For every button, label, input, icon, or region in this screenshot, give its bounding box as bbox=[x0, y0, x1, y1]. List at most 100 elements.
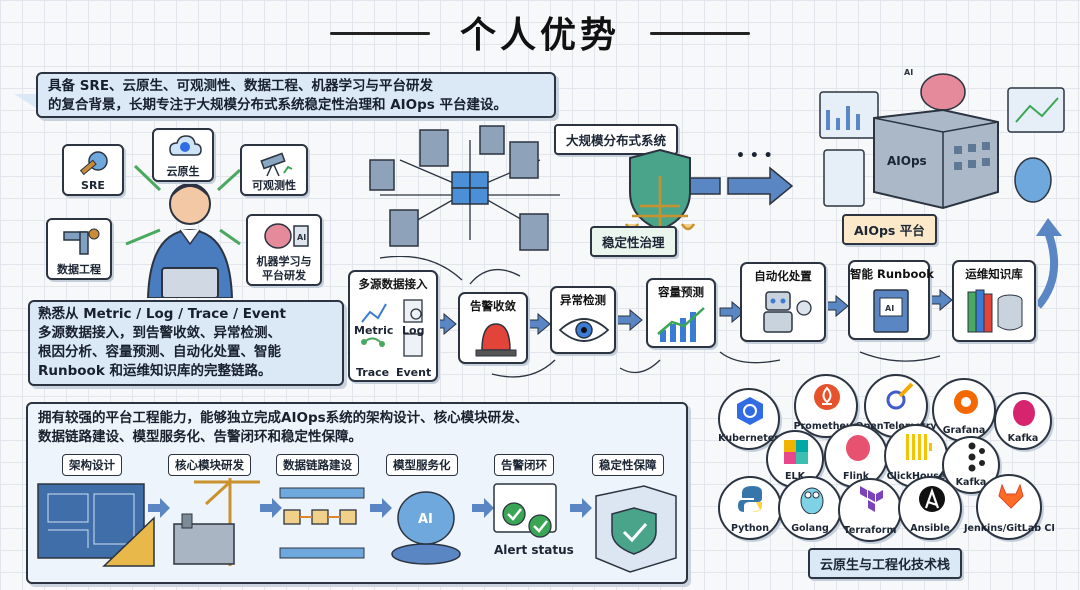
alert-convergence-card: 告警收敛 bbox=[458, 292, 528, 364]
tech-stack-label: 云原生与工程化技术栈 bbox=[808, 548, 963, 579]
skill-ml-label-1: 机器学习与 bbox=[256, 255, 312, 268]
aiops-ai-small: AI bbox=[904, 68, 914, 77]
step-core-modules: 核心模块研发 bbox=[168, 454, 251, 476]
tech-flink: Flink bbox=[824, 424, 888, 488]
pipeline-desc-2: 多源数据接入，到告警收敛、异常检测、 bbox=[38, 325, 281, 341]
books-database-icon bbox=[967, 289, 1023, 333]
flow-dots: • • • bbox=[736, 148, 773, 164]
anomaly-card: 异常检测 bbox=[550, 286, 616, 354]
svg-text:AI: AI bbox=[885, 304, 894, 313]
skill-sre-label: SRE bbox=[81, 179, 105, 192]
tech-label: OpenTelemetry bbox=[855, 421, 937, 432]
pipeline-desc-3: 根因分析、容量预测、自动化处置、智能 bbox=[38, 344, 281, 360]
prometheus-icon bbox=[814, 384, 840, 410]
page-title: 个人优势 bbox=[459, 15, 620, 56]
skill-data-eng-label: 数据工程 bbox=[57, 263, 101, 276]
skill-cloud-label: 云原生 bbox=[166, 165, 200, 178]
skills-connectors bbox=[125, 160, 242, 298]
feedback-arrow bbox=[1034, 218, 1062, 309]
pipeline-desc-box: 熟悉从 Metric / Log / Trace / Event 多源数据接入，… bbox=[28, 300, 344, 386]
clickhouse-icon bbox=[906, 434, 932, 460]
tech-golang: Golang bbox=[778, 476, 842, 540]
eye-icon bbox=[558, 318, 610, 342]
tech-kafka-1: Kafka bbox=[994, 392, 1052, 450]
terraform-icon bbox=[860, 486, 883, 512]
tech-jenkins-gitlab: Jenkins/GitLab CI bbox=[964, 474, 1055, 540]
stability-governance-illustration bbox=[624, 148, 794, 232]
pipeline-arrows bbox=[379, 256, 953, 378]
capacity-card: 容量预测 bbox=[646, 278, 716, 348]
tech-label: ELK bbox=[785, 471, 805, 482]
opentelemetry-icon bbox=[886, 382, 914, 410]
kafka-squirrel-icon bbox=[1013, 400, 1035, 426]
pipeline-desc-1: 熟悉从 Metric / Log / Trace / Event bbox=[38, 306, 286, 322]
tech-label: Python bbox=[731, 523, 769, 534]
intro-line-1: 具备 SRE、云原生、可观测性、数据工程、机器学习与平台研发 bbox=[48, 78, 434, 94]
skill-ml-label-2: 平台研发 bbox=[262, 269, 306, 282]
cloud-icon bbox=[169, 135, 202, 156]
skill-data-eng: 数据工程 bbox=[46, 218, 112, 280]
tech-label: Grafana bbox=[942, 425, 986, 436]
growth-chart-icon bbox=[657, 307, 705, 342]
tech-label: Kafka bbox=[955, 477, 987, 488]
elk-icon bbox=[784, 440, 808, 464]
tech-label: ClickHouse bbox=[886, 471, 946, 482]
trace-label: Trace bbox=[356, 366, 390, 379]
kubernetes-icon bbox=[737, 397, 763, 425]
intro-box: 具备 SRE、云原生、可观测性、数据工程、机器学习与平台研发 的复合背景，长期专… bbox=[36, 72, 556, 118]
telescope-icon bbox=[260, 152, 293, 177]
automation-title: 自动化处置 bbox=[754, 269, 812, 283]
platform-desc-1: 拥有较强的平台工程能力，能够独立完成AIOps系统的架构设计、核心模块研发、 bbox=[38, 410, 529, 426]
title-decor-right bbox=[650, 32, 750, 35]
aiops-building-text: AIOps bbox=[887, 154, 927, 168]
alert-status-label: Alert status bbox=[494, 543, 574, 557]
tech-ansible: Ansible bbox=[898, 476, 962, 540]
step-data-pipeline: 数据链路建设 bbox=[276, 454, 359, 476]
step-architecture: 架构设计 bbox=[62, 454, 122, 476]
kb-title: 运维知识库 bbox=[965, 267, 1023, 281]
runbook-card: 智能 Runbook AI bbox=[848, 260, 934, 340]
intro-ribbon-tail bbox=[14, 94, 36, 108]
brain-chip-icon: AI bbox=[264, 223, 309, 249]
stability-governance-label: 稳定性治理 bbox=[590, 226, 677, 257]
tech-label: Jenkins/GitLab CI bbox=[964, 523, 1055, 534]
tech-label: Kafka bbox=[1007, 433, 1039, 444]
ingest-card: 多源数据接入 Metric Log Trace Event bbox=[348, 270, 438, 382]
skill-cloud-native: 云原生 bbox=[152, 128, 214, 182]
platform-ai-text: AI bbox=[418, 512, 433, 527]
ansible-icon bbox=[919, 486, 945, 512]
knowledge-base-card: 运维知识库 bbox=[952, 260, 1036, 342]
tech-label: Terraform bbox=[843, 525, 897, 536]
tech-kubernetes: Kubernetes bbox=[718, 388, 780, 450]
automation-card: 自动化处置 bbox=[740, 262, 826, 342]
step-stability: 稳定性保障 bbox=[592, 454, 664, 476]
aiops-platform-label: AIOps 平台 bbox=[842, 214, 937, 245]
platform-desc-2: 数据链路建设、模型服务化、告警闭环和稳定性保障。 bbox=[38, 429, 362, 445]
tech-label: Ansible bbox=[910, 523, 950, 534]
ingest-title: 多源数据接入 bbox=[358, 277, 428, 291]
tech-terraform: Terraform bbox=[838, 478, 902, 542]
alert-conv-title: 告警收敛 bbox=[470, 299, 516, 313]
tech-label: Prometheus bbox=[793, 421, 859, 432]
runbook-title: 智能 Runbook bbox=[850, 267, 934, 281]
svg-text:AI: AI bbox=[297, 233, 306, 242]
robot-icon bbox=[763, 291, 812, 333]
kafka-icon bbox=[968, 442, 985, 472]
capacity-title: 容量预测 bbox=[658, 285, 704, 299]
intro-line-2: 的复合背景，长期专注于大规模分布式系统稳定性治理和 AIOps 平台建设。 bbox=[48, 97, 508, 113]
tech-label: Flink bbox=[842, 471, 870, 482]
skill-sre: SRE bbox=[62, 144, 124, 196]
metric-label: Metric bbox=[354, 324, 394, 337]
step-alert-loop: 告警闭环 bbox=[494, 454, 554, 476]
alarm-light-icon bbox=[475, 323, 517, 357]
event-label: Event bbox=[396, 366, 432, 379]
skill-observability: 可观测性 bbox=[240, 144, 308, 196]
aiops-platform-illustration bbox=[819, 73, 1065, 210]
log-label: Log bbox=[402, 324, 425, 337]
tools-icon bbox=[79, 151, 108, 176]
tech-label: Kubernetes bbox=[718, 433, 780, 444]
skill-observability-label: 可观测性 bbox=[252, 179, 296, 192]
anomaly-title: 异常检测 bbox=[560, 293, 606, 307]
flink-squirrel-icon bbox=[846, 435, 870, 461]
skill-ml: AI 机器学习与 平台研发 bbox=[246, 214, 322, 286]
